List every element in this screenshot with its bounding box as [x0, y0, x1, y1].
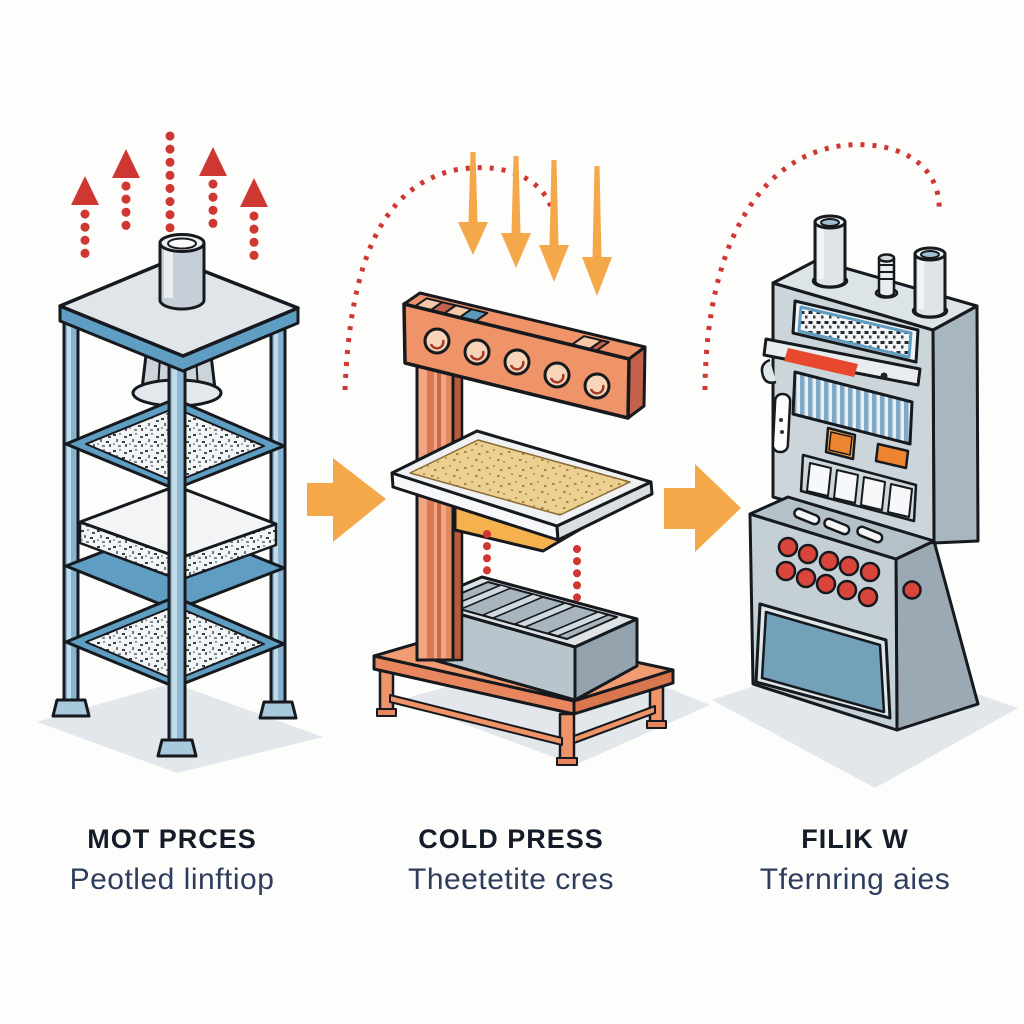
stage-subtitle: Tfernring aies: [759, 863, 951, 896]
arrow-head-icon: [71, 176, 99, 205]
flow-arrow-icon: [664, 464, 741, 552]
leg-foot: [51, 698, 91, 718]
stage-title: COLD PRESS: [418, 824, 604, 854]
particle-mat: [409, 439, 631, 516]
leg-foot: [156, 738, 198, 758]
dotted-arc-icon: [702, 142, 942, 391]
arrow-head-icon: [240, 178, 268, 207]
red-buttons: [775, 536, 881, 608]
arrow-head-icon: [539, 245, 569, 282]
side-switch: [771, 392, 792, 454]
orange-button: [874, 442, 910, 470]
leg-foot: [258, 700, 298, 720]
press-arrows-down: [458, 152, 612, 296]
flow-arrow-icon: [307, 458, 386, 542]
cylinder-stack: [811, 214, 949, 319]
cylinder-port: [158, 233, 206, 311]
side-red-button: [902, 580, 922, 600]
stage-caption-trimming: FILIK W Tfernring aies: [705, 824, 1005, 897]
drop-guides: [483, 530, 581, 605]
cold-press-machine: [372, 291, 710, 766]
stage-caption-hot-press: MOT PRCES Peotled linftiop: [22, 824, 322, 897]
hook-detail: [760, 358, 777, 384]
stage-subtitle: Theetetite cres: [408, 863, 614, 896]
stage-title: MOT PRCES: [87, 824, 257, 854]
bolt-holes: [423, 327, 611, 400]
arrow-head-icon: [199, 147, 227, 176]
arrow-head-icon: [582, 257, 612, 296]
door-panel: [760, 610, 886, 714]
heat-arrows-up: [71, 131, 268, 273]
ribbed-panel: [791, 370, 914, 446]
arrow-head-icon: [112, 149, 140, 178]
toggle-switches: [793, 507, 884, 544]
caul-board: [390, 429, 654, 553]
stage-trimming: [702, 142, 1018, 788]
slot-indicator: [784, 348, 858, 377]
control-cabinet-machine: [712, 214, 1018, 788]
stage-subtitle: Peotled linftiop: [69, 863, 275, 896]
press-beam: [402, 291, 647, 420]
hot-press-machine: [37, 233, 323, 773]
stage-hot-press: [37, 131, 323, 773]
stage-caption-cold-press: COLD PRESS Theetetite cres: [361, 824, 661, 897]
arrow-head-icon: [458, 222, 488, 255]
arrow-head-icon: [501, 233, 531, 268]
stage-title: FILIK W: [801, 824, 909, 854]
tray-row: [799, 453, 918, 523]
mold-box: [418, 575, 639, 702]
stage-cold-press: [342, 152, 710, 766]
